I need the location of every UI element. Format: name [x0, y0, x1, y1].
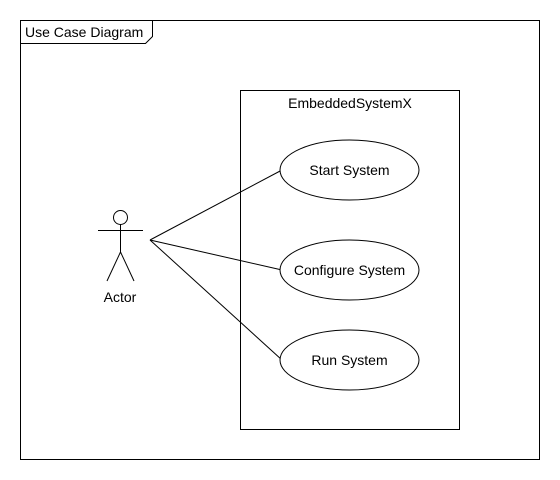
- use-case-ellipse: [279, 329, 420, 391]
- use-case-start-system[interactable]: Start System: [279, 139, 420, 201]
- use-case-run-system[interactable]: Run System: [279, 329, 420, 391]
- actor-name: Actor: [104, 289, 137, 305]
- use-case-ellipse: [279, 239, 420, 301]
- use-case-label: Start System: [309, 162, 389, 178]
- use-case-ellipse: [279, 139, 420, 201]
- frame-title-tab: [20, 20, 153, 44]
- use-case-configure-system[interactable]: Configure System: [279, 239, 420, 301]
- system-name: EmbeddedSystemX: [288, 95, 412, 111]
- association-run-system: [149, 239, 283, 361]
- actor-right-leg: [120, 251, 135, 282]
- frame-title: Use Case Diagram: [25, 24, 143, 40]
- actor-left-leg: [106, 251, 121, 282]
- association-configure-system: [149, 239, 283, 271]
- actor-head: [113, 210, 128, 225]
- use-case-label: Run System: [311, 352, 387, 368]
- use-case-label: Configure System: [294, 262, 405, 278]
- association-start-system: [149, 169, 283, 241]
- actor-figure[interactable]: [98, 210, 143, 282]
